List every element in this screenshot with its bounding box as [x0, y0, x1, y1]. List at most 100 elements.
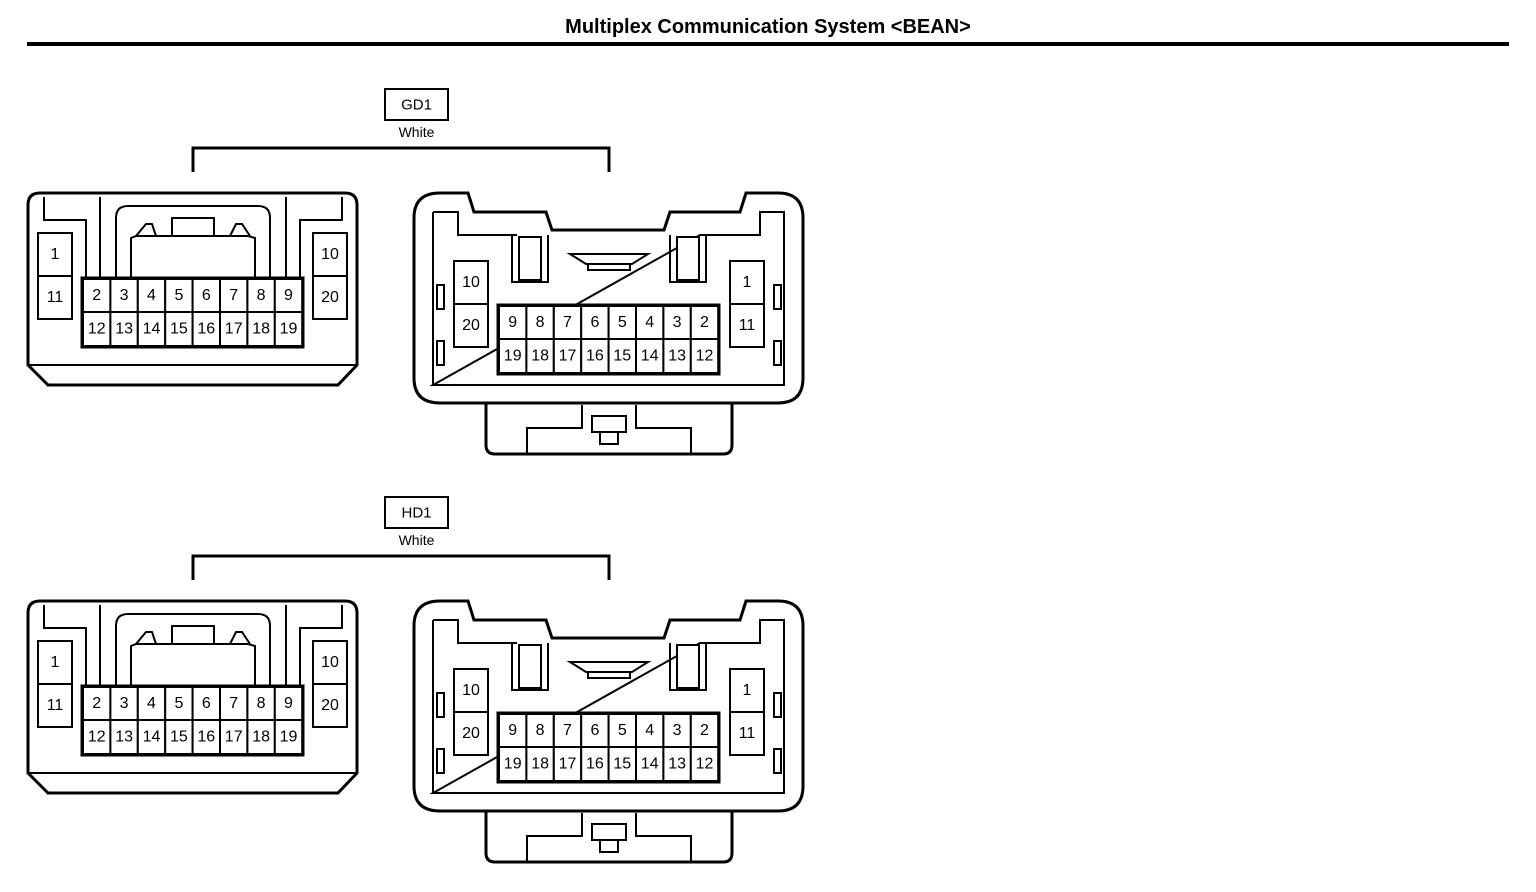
pin-cell — [453, 711, 489, 756]
pin-number: 3 — [120, 287, 129, 304]
pin-number: 20 — [321, 289, 339, 306]
lock-frame — [526, 813, 692, 862]
latch-slot — [566, 661, 652, 673]
pin-number: 2 — [92, 695, 101, 712]
pin-number: 19 — [504, 348, 522, 365]
pin-cell — [273, 278, 304, 313]
pin-number: 5 — [174, 287, 183, 304]
pin-cell — [689, 338, 720, 374]
pin-number: 9 — [508, 722, 517, 739]
connector-code-box — [384, 88, 449, 121]
pin-number: 19 — [280, 729, 298, 746]
pin-cell — [689, 305, 720, 340]
inner-frame — [99, 197, 287, 280]
pin-number: 11 — [47, 289, 64, 306]
pin-number: 20 — [462, 725, 480, 742]
connector-code-box — [384, 496, 449, 529]
pin-number: 15 — [170, 321, 188, 338]
side-nub — [436, 692, 445, 718]
pin-number: 3 — [673, 722, 682, 739]
guide-post — [676, 236, 700, 281]
latch-inner — [130, 643, 256, 686]
pin-number: 2 — [700, 314, 709, 331]
pin-number: 11 — [739, 725, 756, 742]
pin-number: 9 — [284, 695, 293, 712]
pin-number: 18 — [252, 321, 270, 338]
pin-number: 6 — [202, 695, 211, 712]
inner-frame — [43, 197, 343, 280]
lock-tab — [599, 431, 619, 445]
pin-cell — [109, 278, 139, 313]
pin-number: 7 — [229, 287, 238, 304]
pin-number: 17 — [225, 729, 243, 746]
pin-number: 12 — [696, 756, 714, 773]
pin-number: 15 — [613, 756, 631, 773]
pin-number: 6 — [202, 287, 211, 304]
pin-number: 18 — [252, 729, 270, 746]
pin-number: 11 — [739, 317, 756, 334]
pin-cell — [164, 278, 194, 313]
pin-cell — [37, 683, 73, 728]
guide-post — [676, 644, 700, 689]
pin-number: 17 — [559, 348, 577, 365]
latch-slot — [566, 253, 652, 265]
pin-cell — [635, 305, 665, 340]
pin-cell — [136, 311, 167, 347]
pin-cell — [246, 278, 276, 313]
latch-tab — [171, 625, 215, 645]
pin-number: 16 — [586, 756, 604, 773]
pin-cell — [498, 746, 528, 782]
latch-hook — [135, 223, 251, 237]
pin-number: 19 — [280, 321, 298, 338]
pin-number: 5 — [174, 695, 183, 712]
pin-number: 4 — [645, 722, 654, 739]
latch-inner — [130, 235, 256, 278]
pin-number: 6 — [590, 722, 599, 739]
connector-code: GD1 — [401, 97, 432, 114]
pin-number: 5 — [618, 722, 627, 739]
pin-number: 15 — [170, 729, 188, 746]
pin-number: 13 — [668, 348, 686, 365]
guide-frame — [511, 235, 707, 283]
lock-housing — [484, 811, 734, 864]
pin-number: 8 — [257, 695, 266, 712]
pin-number: 14 — [143, 729, 161, 746]
pin-number: 15 — [613, 348, 631, 365]
latch-arch — [115, 205, 271, 278]
pin-cell — [109, 719, 139, 755]
pin-number: 10 — [462, 682, 480, 699]
pin-cell — [662, 746, 692, 782]
pin-number: 1 — [51, 246, 60, 263]
pin-cell — [37, 232, 73, 277]
pin-cell — [312, 640, 348, 685]
pin-number: 18 — [531, 756, 549, 773]
title-rule — [27, 42, 1509, 46]
connector-code: HD1 — [401, 505, 431, 522]
pin-cell — [729, 260, 765, 305]
pin-cell — [662, 338, 692, 374]
guide-post — [518, 236, 542, 281]
connector-housing — [26, 599, 359, 795]
connector-color-label: White — [399, 124, 435, 140]
latch-hook — [135, 631, 251, 645]
pin-number: 3 — [120, 695, 129, 712]
pin-number: 7 — [563, 314, 572, 331]
side-nub — [436, 748, 445, 774]
latch-arch — [115, 613, 271, 686]
pin-cell — [525, 746, 555, 782]
connector-housing — [412, 599, 805, 813]
guide-frame — [511, 643, 707, 691]
pin-number: 9 — [284, 287, 293, 304]
pin-cell — [552, 713, 583, 748]
pin-number: 16 — [586, 348, 604, 365]
lock-frame — [526, 405, 692, 454]
bracket-line — [191, 146, 611, 172]
pin-number: 9 — [508, 314, 517, 331]
pin-number: 18 — [531, 348, 549, 365]
pin-number: 13 — [115, 729, 133, 746]
pin-number: 1 — [743, 682, 752, 699]
lock-housing — [484, 403, 734, 456]
